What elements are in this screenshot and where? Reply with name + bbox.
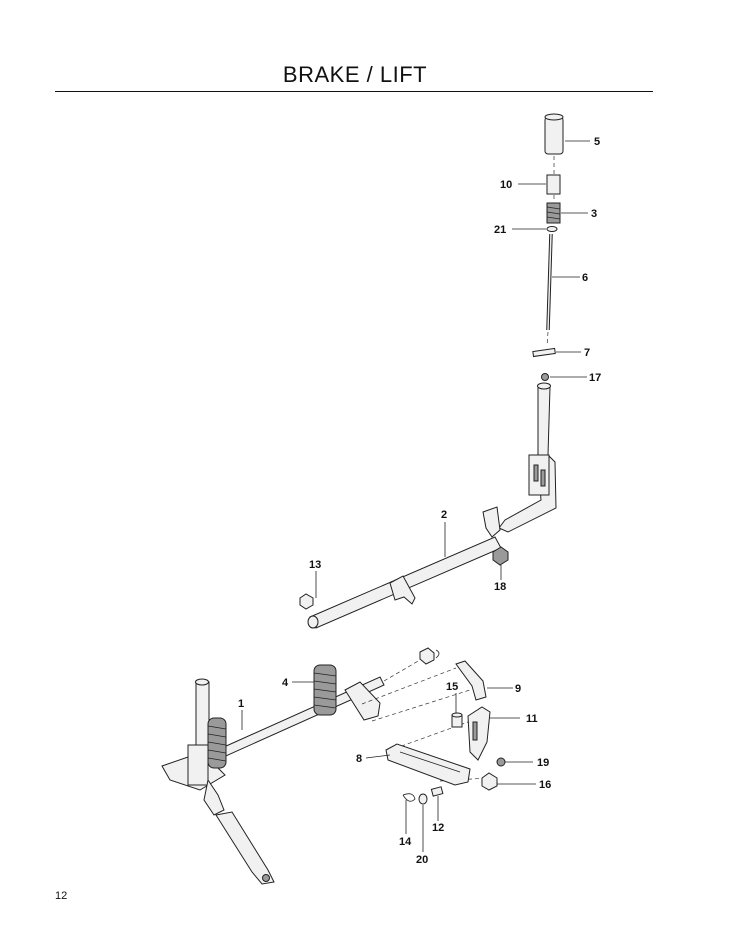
part-nut-19 xyxy=(496,757,506,767)
callout-9: 9 xyxy=(515,683,521,695)
part-nut-18 xyxy=(492,546,509,566)
callout-20: 20 xyxy=(416,854,428,866)
part-sleeve xyxy=(546,174,561,195)
part-nut-17 xyxy=(541,373,549,381)
callout-8: 8 xyxy=(356,753,362,765)
part-lift-arm xyxy=(307,382,557,629)
part-spring-small xyxy=(546,202,561,224)
callout-13: 13 xyxy=(309,559,321,571)
callout-1: 1 xyxy=(238,698,244,710)
part-shaft-plate xyxy=(344,681,381,721)
part-rod xyxy=(546,233,553,331)
callout-12: 12 xyxy=(432,822,444,834)
page-number: 12 xyxy=(55,890,68,902)
part-brake-shaft xyxy=(161,676,385,885)
leader-lines xyxy=(241,140,590,852)
part-shaft-nut xyxy=(419,647,435,665)
page-title: BRAKE / LIFT xyxy=(282,62,428,87)
part-grip xyxy=(544,113,564,155)
callout-19: 19 xyxy=(537,757,549,769)
callout-7: 7 xyxy=(584,347,590,359)
callout-5: 5 xyxy=(594,136,600,148)
callout-11: 11 xyxy=(526,713,538,725)
part-spring-large xyxy=(313,664,337,716)
callout-10: 10 xyxy=(500,179,512,191)
part-plate xyxy=(385,743,471,786)
callout-2: 2 xyxy=(441,509,447,521)
callout-6: 6 xyxy=(582,272,588,284)
part-nut-13 xyxy=(299,593,314,610)
callout-3: 3 xyxy=(591,208,597,220)
part-nut-16 xyxy=(481,772,498,791)
part-bracket xyxy=(467,706,491,761)
callout-16: 16 xyxy=(539,779,551,791)
part-washer xyxy=(546,226,558,232)
part-washer-20 xyxy=(418,793,428,805)
part-pivot-bolt xyxy=(451,712,463,728)
callout-18: 18 xyxy=(494,581,506,593)
part-spring-left xyxy=(207,717,227,769)
callout-15: 15 xyxy=(446,681,458,693)
part-link xyxy=(455,660,487,701)
callout-14: 14 xyxy=(399,836,412,848)
callout-4: 4 xyxy=(282,677,289,689)
title-rule xyxy=(55,91,653,92)
part-pin xyxy=(532,347,556,358)
part-bolt-12 xyxy=(430,786,444,797)
callout-17: 17 xyxy=(589,372,601,384)
part-clip xyxy=(402,793,416,802)
callout-21: 21 xyxy=(494,224,506,236)
